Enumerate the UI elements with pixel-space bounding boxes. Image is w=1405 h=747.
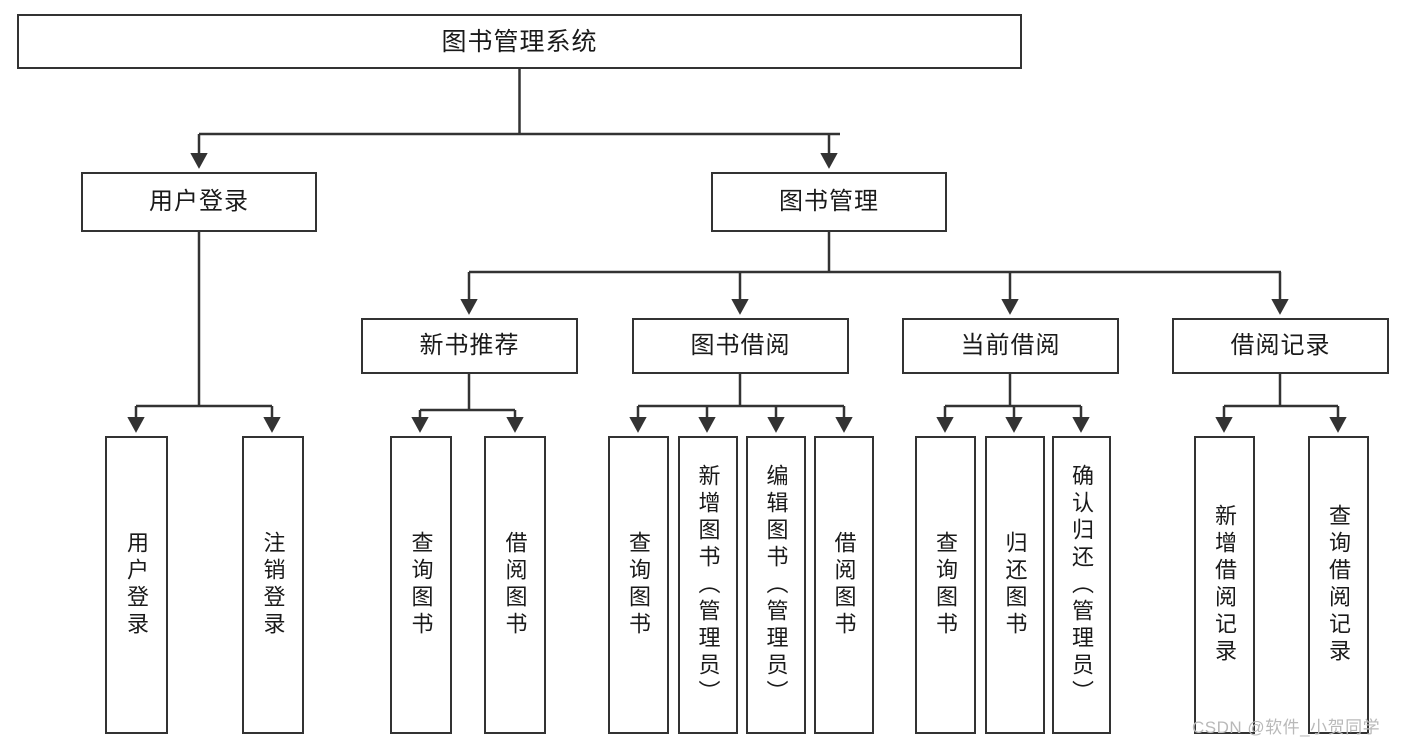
node-book-borrow[interactable]: 图书借阅 <box>632 318 849 374</box>
leaf-user-login-label: 用户登录 <box>124 531 150 639</box>
leaf-edit-book-admin[interactable]: 编辑图书（管理员） <box>746 436 806 734</box>
leaf-edit-book-admin-label: 编辑图书（管理员） <box>763 463 789 707</box>
leaf-query-borrow-record[interactable]: 查询借阅记录 <box>1308 436 1369 734</box>
node-new-book-recommend-label: 新书推荐 <box>419 331 520 359</box>
node-root[interactable]: 图书管理系统 <box>17 14 1022 69</box>
leaf-query-borrow-record-label: 查询借阅记录 <box>1326 504 1352 666</box>
leaf-confirm-return-admin[interactable]: 确认归还（管理员） <box>1052 436 1111 734</box>
leaf-query-book-recommend[interactable]: 查询图书 <box>390 436 452 734</box>
leaf-query-book-borrow-label: 查询图书 <box>626 531 652 639</box>
node-new-book-recommend[interactable]: 新书推荐 <box>361 318 578 374</box>
leaf-query-book-current[interactable]: 查询图书 <box>915 436 976 734</box>
node-user-login[interactable]: 用户登录 <box>81 172 317 232</box>
node-root-label: 图书管理系统 <box>441 27 598 56</box>
node-current-borrow[interactable]: 当前借阅 <box>902 318 1119 374</box>
leaf-confirm-return-admin-label: 确认归还（管理员） <box>1069 463 1095 707</box>
leaf-add-borrow-record[interactable]: 新增借阅记录 <box>1194 436 1255 734</box>
csdn-watermark: CSDN @软件_小贺同学 <box>1192 718 1381 737</box>
node-book-borrow-label: 图书借阅 <box>690 331 791 359</box>
leaf-logout[interactable]: 注销登录 <box>242 436 304 734</box>
leaf-add-book-admin[interactable]: 新增图书（管理员） <box>678 436 738 734</box>
node-book-management[interactable]: 图书管理 <box>711 172 947 232</box>
leaf-add-borrow-record-label: 新增借阅记录 <box>1212 504 1238 666</box>
leaf-return-book-label: 归还图书 <box>1002 531 1028 639</box>
leaf-query-book-current-label: 查询图书 <box>933 531 959 639</box>
leaf-query-book-borrow[interactable]: 查询图书 <box>608 436 669 734</box>
node-book-management-label: 图书管理 <box>779 187 879 215</box>
leaf-borrow-book-recommend[interactable]: 借阅图书 <box>484 436 546 734</box>
node-borrow-record[interactable]: 借阅记录 <box>1172 318 1389 374</box>
leaf-borrow-book-recommend-label: 借阅图书 <box>502 531 528 639</box>
leaf-borrow-book[interactable]: 借阅图书 <box>814 436 874 734</box>
leaf-query-book-recommend-label: 查询图书 <box>408 531 434 639</box>
node-current-borrow-label: 当前借阅 <box>960 331 1061 359</box>
node-borrow-record-label: 借阅记录 <box>1230 331 1331 359</box>
node-user-login-label: 用户登录 <box>149 187 249 215</box>
leaf-return-book[interactable]: 归还图书 <box>985 436 1045 734</box>
leaf-logout-label: 注销登录 <box>260 531 286 639</box>
leaf-add-book-admin-label: 新增图书（管理员） <box>695 463 721 707</box>
leaf-user-login[interactable]: 用户登录 <box>105 436 168 734</box>
leaf-borrow-book-label: 借阅图书 <box>831 531 857 639</box>
